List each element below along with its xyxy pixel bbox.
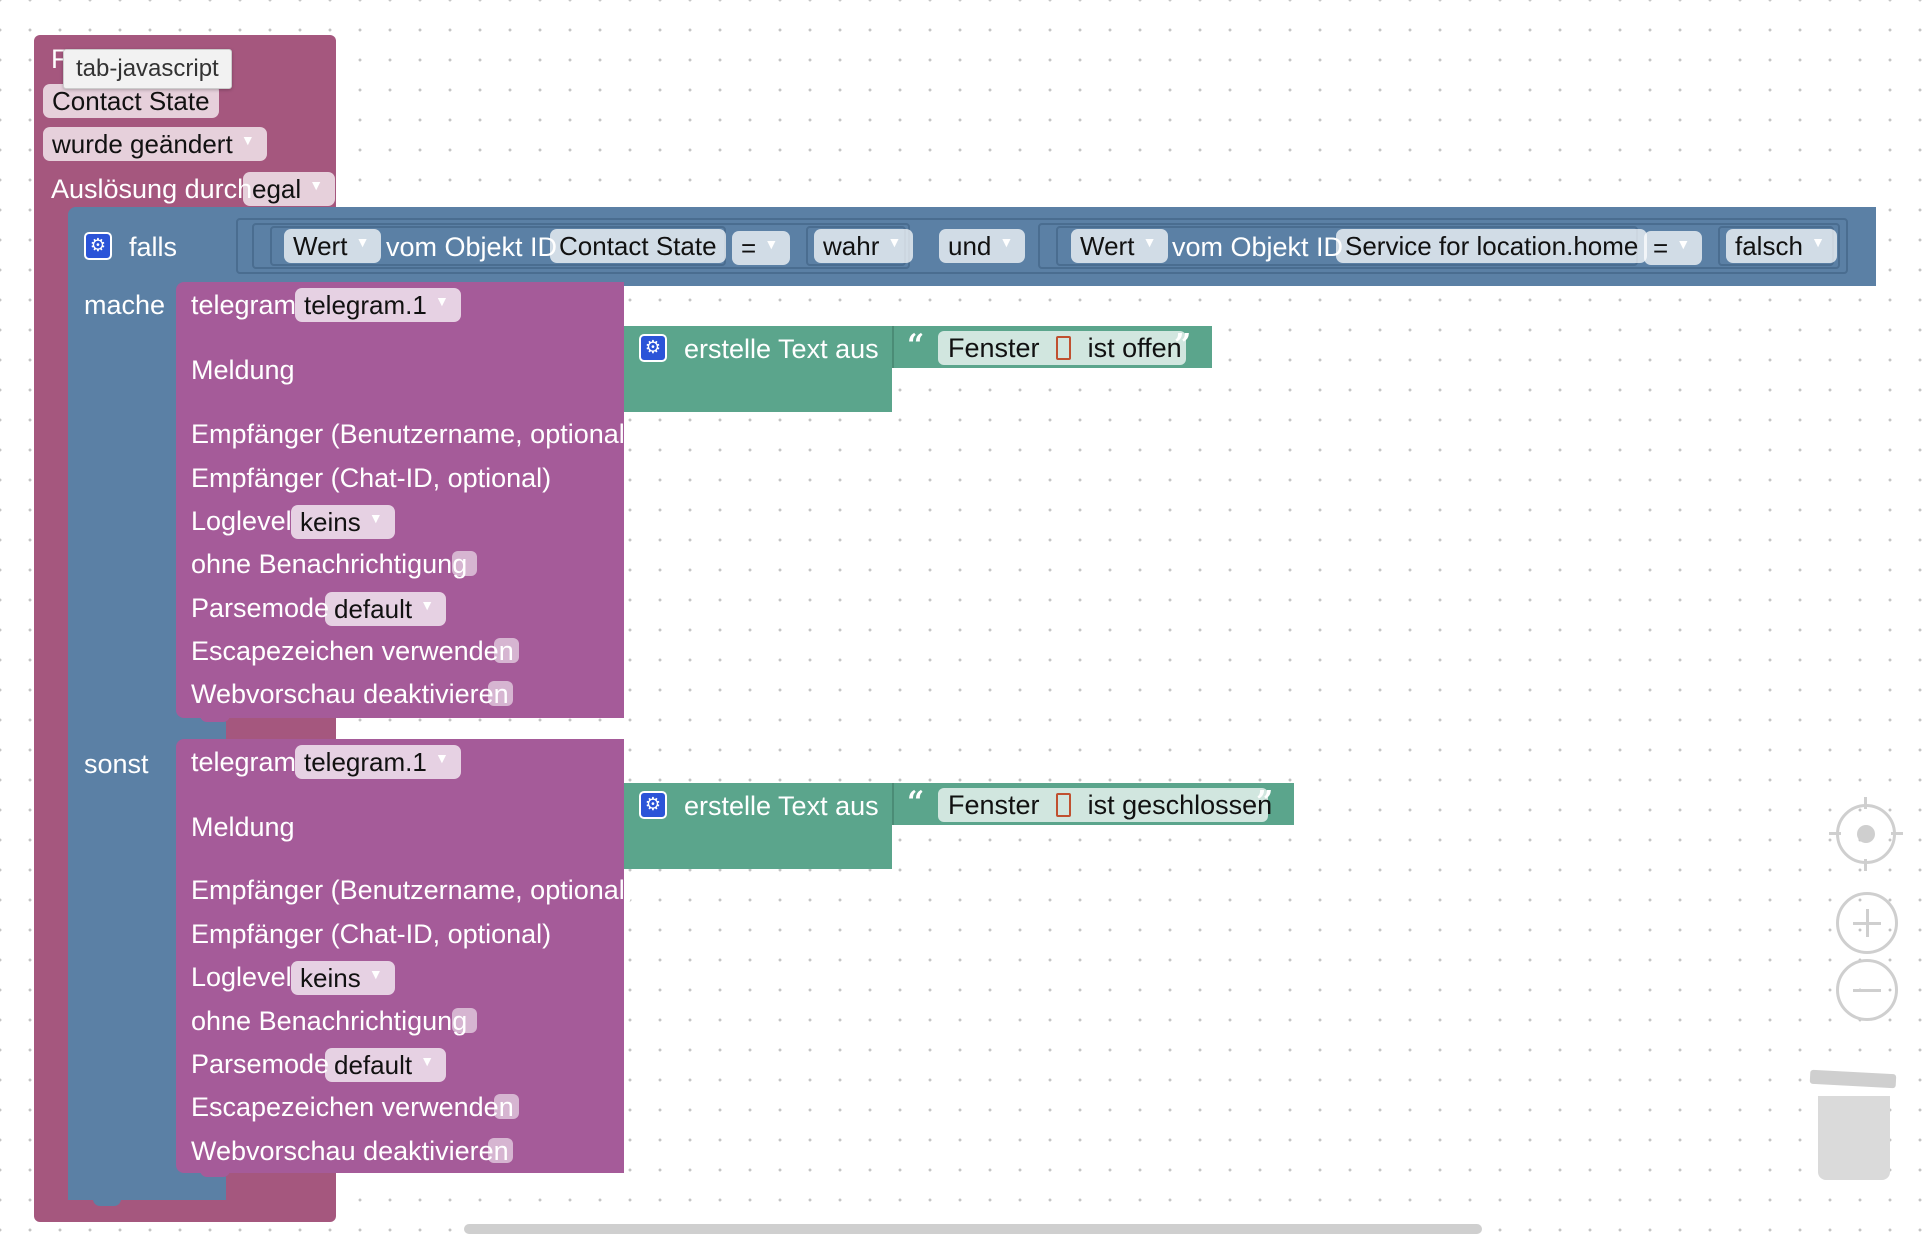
webpreview-checkbox[interactable]: [488, 1138, 513, 1163]
trigger-block-notch: [60, 1210, 90, 1222]
loglevel-dropdown[interactable]: keins▼: [291, 961, 395, 995]
recipient-user-label: Empfänger (Benutzername, optional): [191, 419, 634, 449]
else-label: sonst: [84, 749, 149, 779]
of-object-label-2: vom Objekt ID: [1172, 232, 1344, 262]
door-icon: [1056, 336, 1072, 360]
message-label: Meldung: [191, 355, 295, 385]
condition-slot: [236, 218, 1848, 274]
telegram-block-notch: [200, 1167, 230, 1177]
dropdown-caret-icon: ▼: [240, 132, 255, 148]
text-field[interactable]: Fenster ist offen: [938, 331, 1186, 365]
silent-label: ohne Benachrichtigung: [191, 549, 468, 579]
close-quote-icon: ”: [1256, 785, 1274, 820]
logic-operator-dropdown[interactable]: und▼: [939, 229, 1026, 263]
escape-label: Escapezeichen verwenden: [191, 1092, 514, 1122]
do-label: mache: [84, 290, 166, 320]
if-block-notch: [93, 1196, 121, 1206]
webpreview-checkbox[interactable]: [488, 681, 513, 706]
comparison-block-2[interactable]: [1038, 223, 1840, 269]
door-icon: [1056, 793, 1072, 817]
text-join-label: erstelle Text aus: [684, 791, 879, 821]
zoom-out-icon[interactable]: [1836, 959, 1898, 1021]
object-id-field-2[interactable]: Service for location.home: [1336, 229, 1648, 263]
trigger-condition-dropdown[interactable]: wurde geändert▼: [43, 127, 267, 161]
dropdown-caret-icon: ▼: [764, 236, 779, 252]
dropdown-caret-icon: ▼: [434, 293, 449, 309]
telegram-title: telegram: [191, 290, 297, 320]
recipient-chat-label: Empfänger (Chat-ID, optional): [191, 919, 552, 949]
horizontal-scrollbar[interactable]: [464, 1224, 1482, 1234]
loglevel-dropdown[interactable]: keins▼: [291, 505, 395, 539]
boolean-value-dropdown-2[interactable]: falsch▼: [1726, 229, 1837, 263]
if-label: falls: [129, 232, 178, 262]
gear-icon[interactable]: ⚙: [639, 791, 667, 819]
parsemode-dropdown[interactable]: default▼: [325, 1048, 447, 1082]
telegram-block[interactable]: [176, 739, 624, 1173]
close-quote-icon: ”: [1174, 328, 1192, 363]
dropdown-caret-icon: ▼: [368, 510, 383, 526]
comparison-operator-dropdown-1[interactable]: =▼: [732, 231, 791, 265]
escape-checkbox[interactable]: [494, 638, 519, 663]
object-id-field-1[interactable]: Contact State: [550, 229, 726, 263]
comparison-operator-dropdown-2[interactable]: =▼: [1644, 231, 1703, 265]
value-property-dropdown-1[interactable]: Wert▼: [284, 229, 382, 263]
trigger-by-label: Auslösung durch: [51, 174, 253, 204]
webpreview-label: Webvorschau deaktivieren: [191, 1136, 509, 1166]
webpreview-label: Webvorschau deaktivieren: [191, 679, 509, 709]
dropdown-caret-icon: ▼: [887, 234, 902, 250]
telegram-instance-dropdown[interactable]: telegram.1▼: [295, 745, 461, 779]
telegram-instance-dropdown[interactable]: telegram.1▼: [295, 288, 461, 322]
escape-label: Escapezeichen verwenden: [191, 636, 514, 666]
text-join-label: erstelle Text aus: [684, 334, 879, 364]
parsemode-dropdown[interactable]: default▼: [325, 592, 447, 626]
parsemode-label: Parsemode: [191, 593, 330, 623]
gear-icon[interactable]: ⚙: [639, 334, 667, 362]
loglevel-label: Loglevel: [191, 506, 292, 536]
recipient-chat-label: Empfänger (Chat-ID, optional): [191, 463, 552, 493]
of-object-label-1: vom Objekt ID: [386, 232, 558, 262]
dropdown-caret-icon: ▼: [1142, 234, 1157, 250]
dropdown-caret-icon: ▼: [309, 177, 324, 193]
telegram-block-notch: [200, 712, 230, 722]
escape-checkbox[interactable]: [494, 1094, 519, 1119]
telegram-block[interactable]: [176, 282, 624, 718]
dropdown-caret-icon: ▼: [420, 597, 435, 613]
text-join-block[interactable]: [624, 326, 892, 412]
object-id-field[interactable]: Contact State: [43, 84, 219, 118]
boolean-value-dropdown-1[interactable]: wahr▼: [814, 229, 914, 263]
telegram-title: telegram: [191, 747, 297, 777]
if-block-bottom: [68, 1176, 226, 1200]
recipient-user-label: Empfänger (Benutzername, optional): [191, 875, 634, 905]
trigger-by-dropdown[interactable]: egal▼: [243, 172, 336, 206]
open-quote-icon: “: [907, 785, 925, 820]
message-label: Meldung: [191, 812, 295, 842]
loglevel-label: Loglevel: [191, 962, 292, 992]
dropdown-caret-icon: ▼: [1811, 234, 1825, 250]
silent-label: ohne Benachrichtigung: [191, 1006, 468, 1036]
dropdown-caret-icon: ▼: [420, 1053, 435, 1069]
dropdown-caret-icon: ▼: [999, 234, 1014, 250]
dropdown-caret-icon: ▼: [434, 750, 449, 766]
silent-checkbox[interactable]: [452, 1008, 477, 1033]
recenter-icon[interactable]: [1829, 797, 1903, 871]
text-field[interactable]: Fenster ist geschlossen: [938, 788, 1272, 822]
zoom-in-icon[interactable]: [1836, 892, 1898, 954]
text-join-block[interactable]: [624, 783, 892, 869]
trash-icon[interactable]: [1809, 1068, 1897, 1182]
gear-icon[interactable]: ⚙: [84, 232, 112, 260]
dropdown-caret-icon: ▼: [1676, 236, 1691, 252]
tooltip: tab-javascript: [63, 49, 232, 89]
dropdown-caret-icon: ▼: [355, 234, 370, 250]
open-quote-icon: “: [907, 328, 925, 363]
silent-checkbox[interactable]: [452, 551, 477, 576]
dropdown-caret-icon: ▼: [368, 966, 383, 982]
parsemode-label: Parsemode: [191, 1049, 330, 1079]
value-property-dropdown-2[interactable]: Wert▼: [1071, 229, 1169, 263]
